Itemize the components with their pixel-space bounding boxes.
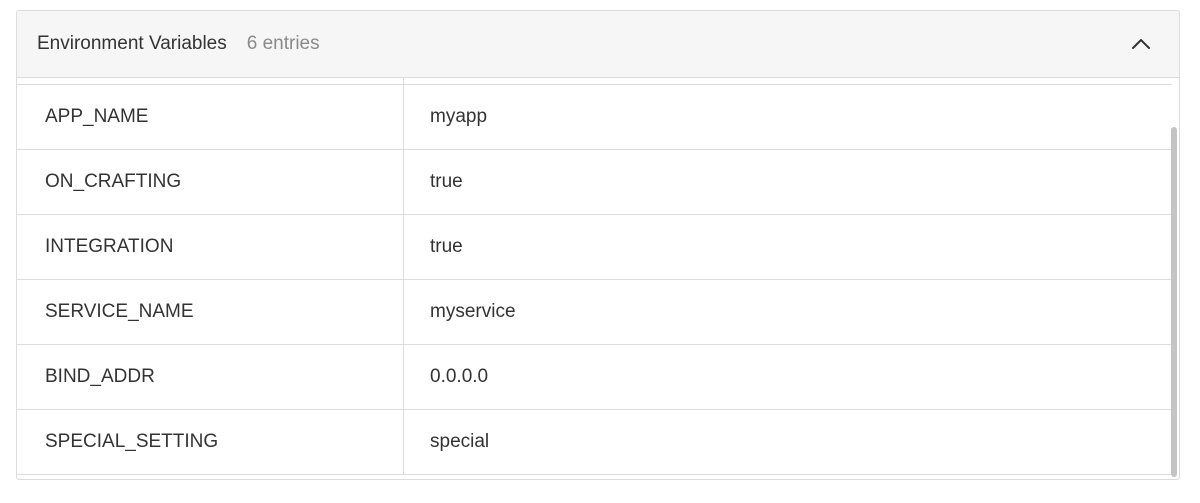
table-row: APP_NAME myapp xyxy=(17,85,1172,150)
variable-value-cell: myapp xyxy=(430,106,488,127)
variable-value-cell: myservice xyxy=(430,301,516,322)
table-row: ON_CRAFTING true xyxy=(17,150,1172,215)
variable-name-cell: INTEGRATION xyxy=(17,215,404,279)
environment-variables-panel: Environment Variables 6 entries APP_NAME… xyxy=(16,10,1180,480)
chevron-up-icon xyxy=(1132,39,1150,49)
panel-title: Environment Variables xyxy=(37,33,227,54)
panel-header[interactable]: Environment Variables 6 entries xyxy=(17,11,1179,78)
variable-value-cell: true xyxy=(430,171,463,192)
variable-name-cell: APP_NAME xyxy=(17,85,404,149)
table-row xyxy=(17,78,1172,85)
variable-value-cell: special xyxy=(430,431,490,452)
entry-count: 6 entries xyxy=(246,33,320,54)
variable-name-cell: SPECIAL_SETTING xyxy=(17,410,404,474)
env-table-body: APP_NAME myapp ON_CRAFTING true INTEGRAT… xyxy=(17,78,1172,475)
table-row: SERVICE_NAME myservice xyxy=(17,280,1172,345)
variable-name-cell xyxy=(17,78,404,84)
table-row: INTEGRATION true xyxy=(17,215,1172,280)
collapse-button[interactable] xyxy=(1129,32,1153,56)
scrollbar-thumb[interactable] xyxy=(1171,127,1177,477)
variable-value-cell: 0.0.0.0 xyxy=(430,366,489,387)
variable-value-cell xyxy=(404,78,1172,84)
table-row: BIND_ADDR 0.0.0.0 xyxy=(17,345,1172,410)
table-row: SPECIAL_SETTING special xyxy=(17,410,1172,475)
env-table[interactable]: APP_NAME myapp ON_CRAFTING true INTEGRAT… xyxy=(17,78,1179,479)
variable-value-cell: true xyxy=(430,236,463,257)
variable-name-cell: SERVICE_NAME xyxy=(17,280,404,344)
variable-name-cell: ON_CRAFTING xyxy=(17,150,404,214)
variable-name-cell: BIND_ADDR xyxy=(17,345,404,409)
